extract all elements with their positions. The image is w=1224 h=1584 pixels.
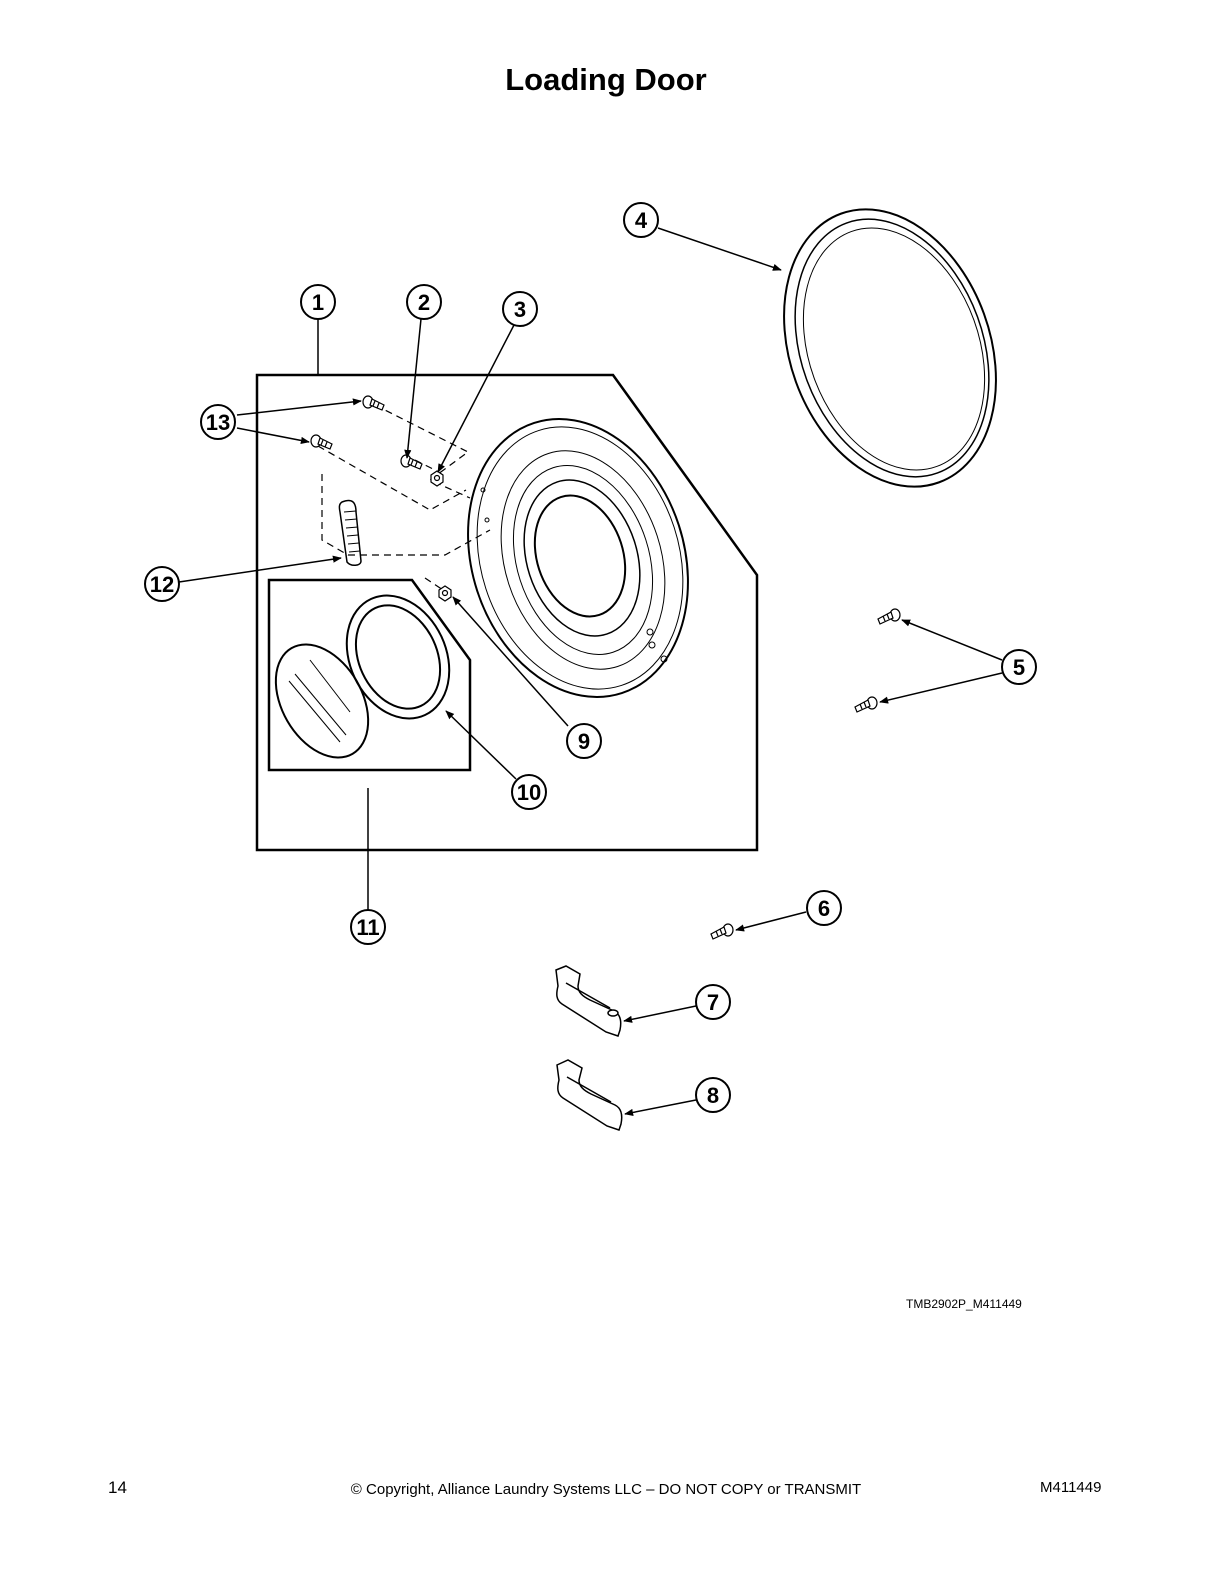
svg-text:11: 11 [356, 915, 379, 940]
screw-part-13-lower [310, 434, 333, 450]
svg-text:2: 2 [418, 290, 430, 315]
door-panel [467, 418, 689, 698]
callout-8: 8 [695, 1077, 731, 1113]
svg-text:9: 9 [578, 729, 590, 754]
door-handle-part-7 [555, 965, 622, 1037]
svg-text:4: 4 [635, 208, 648, 233]
assembly-guide-lines [317, 404, 491, 593]
door-handle-part-8 [556, 1059, 623, 1131]
nut-part-3 [430, 470, 444, 487]
screw-part-2 [400, 454, 423, 470]
svg-text:12: 12 [150, 572, 174, 597]
screw-part-13-upper [362, 395, 385, 411]
callout-2: 2 [406, 284, 442, 320]
callout-12: 12 [144, 566, 180, 602]
footer-page-number: 14 [108, 1478, 127, 1497]
door-assembly-outline [255, 373, 759, 852]
callout-6: 6 [806, 890, 842, 926]
svg-text:5: 5 [1013, 655, 1025, 680]
footer-copyright: © Copyright, Alliance Laundry Systems LL… [350, 1481, 862, 1498]
hinge-cover [338, 499, 362, 566]
svg-text:13: 13 [206, 410, 230, 435]
window-assembly-outline [267, 578, 472, 772]
screw-part-5-lower [854, 696, 878, 713]
callout-4: 4 [623, 202, 659, 238]
callout-5: 5 [1001, 649, 1037, 685]
svg-text:3: 3 [514, 297, 526, 322]
drawing-code: TMB2902P_M411449 [906, 1297, 1022, 1311]
svg-text:1: 1 [312, 290, 324, 315]
callout-11: 11 [350, 909, 386, 945]
door-gasket [783, 208, 997, 488]
callout-13: 13 [200, 404, 236, 440]
page-title: Loading Door [505, 62, 707, 97]
window-glass [274, 643, 370, 759]
leader-lines [178, 227, 1003, 1116]
callout-7: 7 [695, 984, 731, 1020]
callout-1: 1 [300, 284, 336, 320]
callout-3: 3 [502, 291, 538, 327]
footer-document-number: M411449 [1040, 1479, 1102, 1496]
svg-text:10: 10 [517, 780, 541, 805]
screw-part-5-upper [877, 608, 901, 625]
nut-part-9 [438, 585, 452, 602]
callout-10: 10 [511, 774, 547, 810]
svg-text:8: 8 [707, 1083, 719, 1108]
screw-part-6 [710, 923, 734, 940]
callout-9: 9 [566, 723, 602, 759]
svg-text:7: 7 [707, 990, 719, 1015]
svg-text:6: 6 [818, 896, 830, 921]
